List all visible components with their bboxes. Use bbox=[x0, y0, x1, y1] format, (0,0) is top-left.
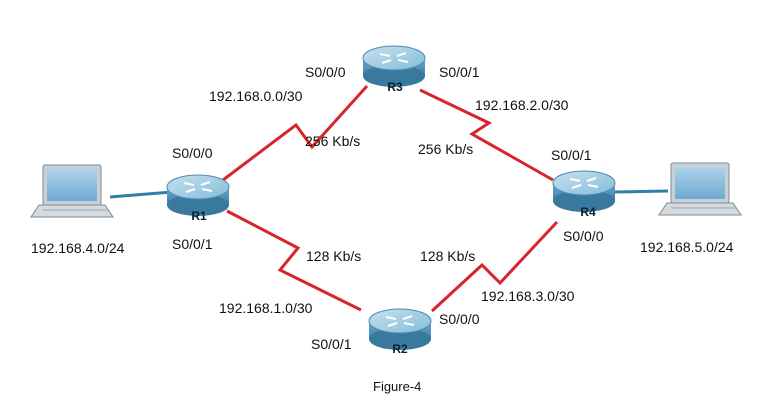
router-r1-label: R1 bbox=[191, 209, 207, 223]
wan-link-r1-r2 bbox=[226, 209, 362, 312]
network-lan-r1-label: 192.168.4.0/24 bbox=[31, 240, 125, 256]
wan-link-r1-r3 bbox=[222, 84, 369, 182]
router-r4-label: R4 bbox=[580, 205, 596, 219]
router-r4: R4 bbox=[552, 170, 616, 219]
router-r2: R2 bbox=[368, 308, 432, 356]
network-lan-r4-label: 192.168.5.0/24 bbox=[640, 239, 734, 255]
laptop-right-icon bbox=[658, 162, 742, 216]
figure-caption: Figure-4 bbox=[373, 379, 421, 394]
r3-s001-label: S0/0/1 bbox=[439, 64, 480, 80]
r4-s001-label: S0/0/1 bbox=[551, 147, 592, 163]
network-r3-r4-label: 192.168.2.0/30 bbox=[475, 97, 569, 113]
router-r1: R1 bbox=[166, 174, 230, 223]
laptop-left-icon bbox=[30, 164, 114, 218]
wan-link-r2-r4 bbox=[430, 220, 559, 313]
r3-s000-label: S0/0/0 bbox=[305, 64, 346, 80]
r2-s000-label: S0/0/0 bbox=[439, 311, 480, 327]
bandwidth-r2-r4-label: 128 Kb/s bbox=[420, 248, 475, 264]
wan-link-r3-r4 bbox=[419, 88, 554, 182]
r4-s000-label: S0/0/0 bbox=[563, 228, 604, 244]
lan-link-r4 bbox=[614, 189, 669, 194]
bandwidth-r1-r3-label: 256 Kb/s bbox=[305, 133, 360, 149]
lan-link-r1 bbox=[109, 190, 173, 199]
r1-s001-label: S0/0/1 bbox=[172, 236, 213, 252]
network-r1-r2-label: 192.168.1.0/30 bbox=[219, 300, 313, 316]
r2-s001-label: S0/0/1 bbox=[311, 336, 352, 352]
bandwidth-r1-r2-label: 128 Kb/s bbox=[306, 248, 361, 264]
router-r3: R3 bbox=[362, 45, 426, 94]
bandwidth-r3-r4-label: 256 Kb/s bbox=[418, 141, 473, 157]
network-r1-r3-label: 192.168.0.0/30 bbox=[209, 88, 303, 104]
router-r3-label: R3 bbox=[387, 80, 403, 94]
router-r2-label: R2 bbox=[392, 342, 408, 356]
network-r2-r4-label: 192.168.3.0/30 bbox=[481, 288, 575, 304]
r1-s000-label: S0/0/0 bbox=[172, 145, 213, 161]
